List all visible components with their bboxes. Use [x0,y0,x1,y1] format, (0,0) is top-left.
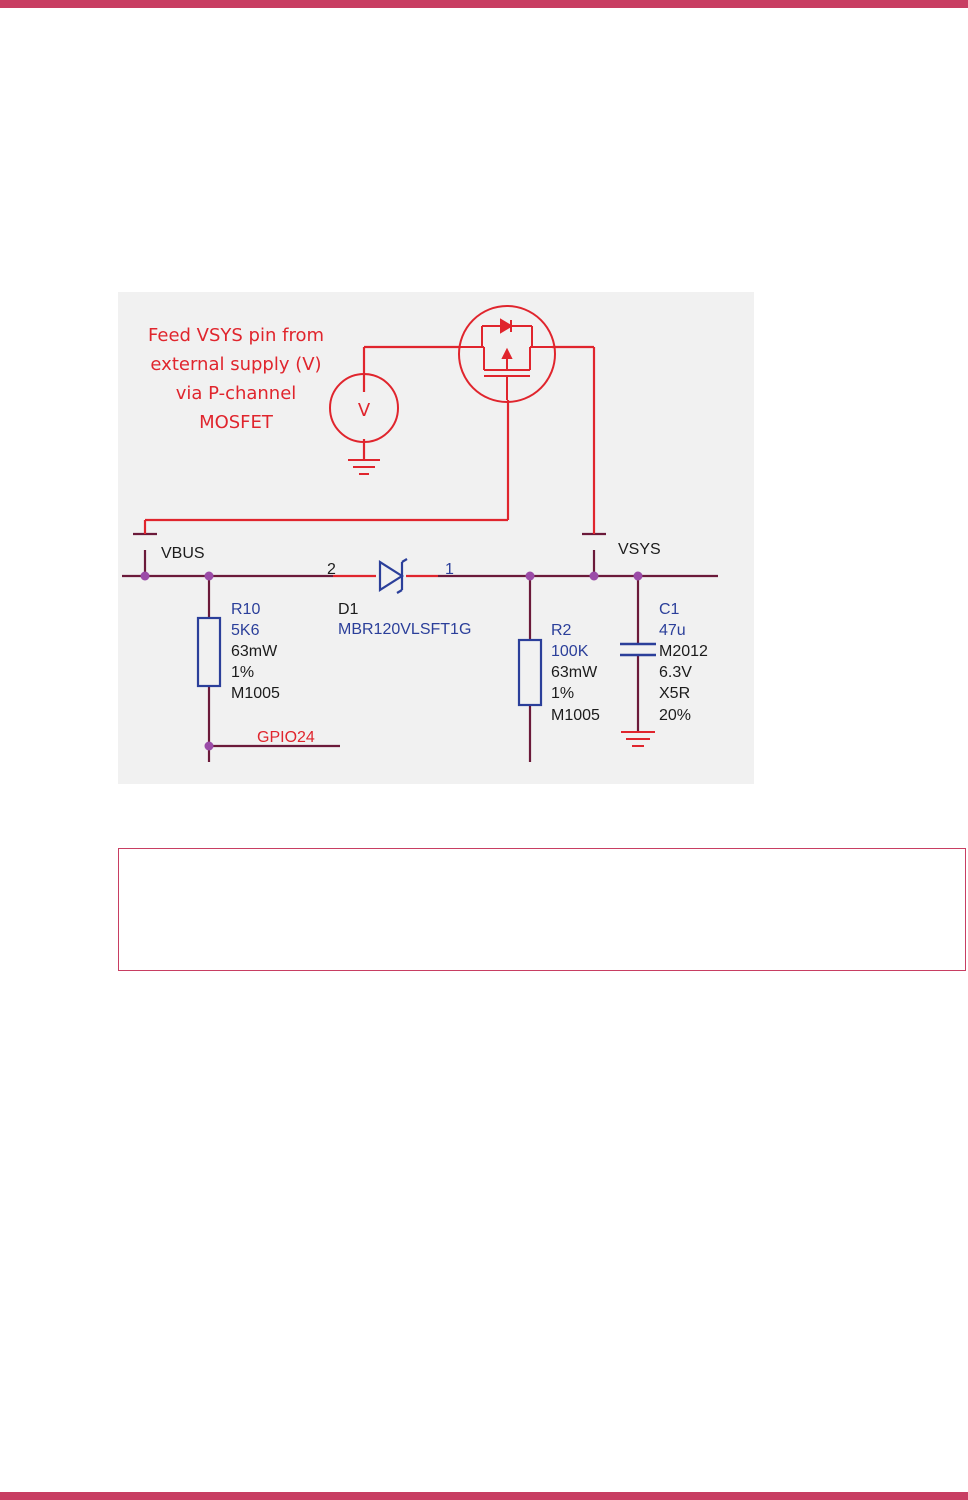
voltage-source-icon [329,373,399,443]
d1-ref: D1 [338,601,359,618]
main-wiring [122,532,718,762]
c1-voltage: 6.3V [659,664,692,681]
r2-power: 63mW [551,664,598,681]
r2-value: 100K [551,643,589,660]
schematic-svg: V [122,305,718,762]
net-label-gpio24: GPIO24 [257,729,315,746]
c1-package: M2012 [659,643,708,660]
callout-line-1: Feed VSYS pin from [148,325,324,346]
c1-tolerance: 20% [659,707,691,724]
r10-ref: R10 [231,601,260,618]
schematic-figure: V [118,292,754,784]
d1-part: MBR120VLSFT1G [338,621,471,638]
net-label-vsys: VSYS [618,541,661,558]
c1-dielectric: X5R [659,685,690,702]
source-label: V [358,400,371,421]
header-rule [0,0,968,8]
c1-ref: C1 [659,601,680,618]
r2-resistor-icon [517,638,543,707]
footer-rule [0,1492,968,1500]
junction-dots [140,571,643,751]
net-label-vbus: VBUS [161,545,205,562]
c1-ground-icon [621,731,655,747]
d1-pin-1: 1 [445,561,454,578]
r10-tolerance: 1% [231,664,254,681]
junction-dot [525,571,535,581]
r10-resistor-icon [196,616,222,688]
p-mosfet-icon [458,305,556,403]
junction-dot [204,741,214,751]
r2-ref: R2 [551,622,572,639]
r2-package: M1005 [551,707,600,724]
d1-pin-2: 2 [327,561,336,578]
c1-value: 47u [659,622,686,639]
ground-icon [348,459,380,475]
capacitor-icon [620,642,656,657]
external-supply-wiring [143,345,596,578]
r10-power: 63mW [231,643,278,660]
r10-package: M1005 [231,685,280,702]
callout-line-4: MOSFET [199,412,274,433]
schottky-diode-icon [378,558,408,594]
junction-dot [204,571,214,581]
callout-line-3: via P-channel [176,383,297,404]
note-box [118,848,966,971]
junction-dot [589,571,599,581]
junction-dot [140,571,150,581]
r10-value: 5K6 [231,622,260,639]
junction-dot [633,571,643,581]
callout-line-2: external supply (V) [150,354,321,375]
r2-tolerance: 1% [551,685,574,702]
